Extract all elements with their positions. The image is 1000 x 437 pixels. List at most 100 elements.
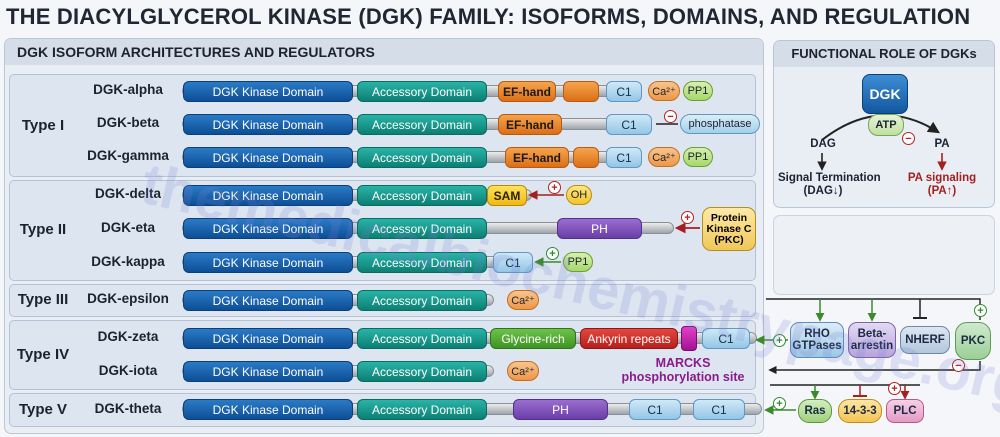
pa-signaling-line: (PA↑) (927, 185, 957, 197)
marcks-label: MARCKS phosphorylation site (618, 356, 748, 384)
kinase-domain: DGK Kinase Domain (183, 290, 353, 311)
lower-right-panel (773, 215, 995, 295)
isoform-name: DGK-iota (98, 363, 158, 378)
type-label-3: Type III (17, 291, 69, 308)
isoform-name: DGK-alpha (93, 82, 163, 97)
ankyrin-repeats-domain: Ankyrin repeats (580, 328, 678, 349)
pkc-regulator-network: PKC (955, 322, 991, 360)
pa-signaling-line: PA signaling (907, 172, 977, 184)
calcium-regulator: Ca²⁺ (648, 81, 680, 101)
pkc-line: (PKC) (714, 233, 744, 246)
isoform-name: DGK-beta (96, 115, 160, 130)
inhibition-sign: − (664, 110, 677, 123)
kinase-domain: DGK Kinase Domain (183, 399, 353, 420)
isoform-name: DGK-theta (94, 401, 162, 416)
isoform-name: DGK-epsilon (87, 291, 169, 306)
ph-domain: PH (557, 218, 642, 239)
pkc-line: Protein (710, 211, 748, 224)
type-label-2: Type II (19, 221, 67, 238)
kinase-domain: DGK Kinase Domain (183, 147, 353, 168)
signal-termination-line: Signal Termination (778, 172, 881, 184)
ef-hand-domain (563, 81, 599, 102)
type-band-3 (9, 284, 756, 317)
pkc-regulator: Protein Kinase C (PKC) (702, 207, 756, 251)
calcium-regulator: Ca²⁺ (507, 361, 539, 381)
kinase-domain: DGK Kinase Domain (183, 361, 353, 382)
marcks-site (681, 326, 697, 351)
type-label-1: Type I (21, 117, 65, 134)
ef-hand-domain (573, 147, 599, 168)
dgk-enzyme-label: DGK (869, 86, 901, 102)
kinase-domain: DGK Kinase Domain (183, 185, 353, 206)
main-title: THE DIACYLGLYCEROL KINASE (DGK) FAMILY: … (6, 4, 971, 29)
atp-badge: ATP (868, 114, 904, 136)
accessory-domain: Accessory Domain (357, 185, 487, 206)
nherf-regulator: NHERF (900, 326, 950, 354)
c1-domain: C1 (702, 328, 750, 349)
architecture-panel-header: DGK ISOFORM ARCHITECTURES AND REGULATORS (5, 39, 763, 65)
activation-sign: + (773, 334, 786, 347)
plc-regulator: PLC (886, 399, 924, 423)
accessory-domain: Accessory Domain (357, 361, 487, 382)
isoform-name: DGK-zeta (97, 329, 159, 344)
accessory-domain: Accessory Domain (357, 399, 487, 420)
pa-label: PA (934, 138, 950, 150)
kinase-domain: DGK Kinase Domain (183, 328, 353, 349)
ph-domain: PH (513, 399, 608, 420)
type-label-5: Type V (18, 401, 68, 418)
marcks-label-line: phosphorylation site (621, 370, 745, 384)
inhibition-sign: − (902, 132, 915, 145)
inhibition-sign: − (952, 359, 965, 372)
c1-domain: C1 (606, 147, 642, 168)
accessory-domain: Accessory Domain (357, 81, 487, 102)
kinase-domain: DGK Kinase Domain (183, 252, 353, 273)
isoform-name: DGK-kappa (91, 254, 165, 269)
14-3-3-regulator: 14-3-3 (838, 399, 882, 423)
pa-signaling-label: PA signaling (PA↑) (900, 172, 984, 198)
activation-sign: + (773, 397, 786, 410)
pp1-regulator: PP1 (683, 147, 713, 167)
dag-label: DAG (810, 138, 836, 150)
sam-domain: SAM (487, 185, 527, 206)
accessory-domain: Accessory Domain (357, 252, 487, 273)
isoform-name: DGK-eta (100, 220, 155, 235)
dgk-enzyme-icon: DGK (862, 74, 908, 114)
accessory-domain: Accessory Domain (357, 114, 487, 135)
pp1-regulator: PP1 (563, 252, 593, 272)
ef-hand-domain: EF-hand (498, 114, 562, 135)
beta-arrestin-line: Beta- (857, 328, 887, 340)
accessory-domain: Accessory Domain (357, 328, 487, 349)
c1-domain: C1 (629, 399, 681, 420)
phosphatase-regulator: phosphatase (680, 114, 760, 134)
calcium-regulator: Ca²⁺ (507, 290, 539, 310)
kinase-domain: DGK Kinase Domain (183, 114, 353, 135)
activation-sign: + (548, 181, 561, 194)
beta-arrestin-regulator: Beta- arrestin (848, 322, 896, 358)
pp1-regulator: PP1 (683, 81, 713, 101)
ef-hand-domain: EF-hand (498, 81, 556, 102)
glycine-rich-domain: Glycine-rich (490, 328, 576, 349)
type-label-4: Type IV (16, 346, 70, 363)
ras-regulator: Ras (798, 399, 832, 423)
isoform-name: DGK-gamma (87, 148, 169, 163)
calcium-regulator: Ca²⁺ (648, 147, 680, 167)
accessory-domain: Accessory Domain (357, 147, 487, 168)
c1-domain: C1 (606, 114, 652, 135)
oh-regulator: OH (566, 185, 592, 205)
activation-sign: + (681, 211, 694, 224)
beta-arrestin-line: arrestin (850, 340, 894, 352)
isoform-name: DGK-delta (94, 186, 161, 201)
activation-sign: + (546, 247, 559, 260)
c1-domain: C1 (606, 81, 642, 102)
rho-gtpases-regulator: RHO GTPases (790, 322, 844, 358)
c1-domain: C1 (493, 252, 533, 273)
kinase-domain: DGK Kinase Domain (183, 81, 353, 102)
marcks-label-line: MARCKS (655, 356, 711, 370)
signal-termination-line: (DAG↓) (803, 185, 843, 197)
signal-termination-label: Signal Termination (DAG↓) (778, 172, 881, 198)
pkc-line: Kinase C (706, 222, 752, 235)
functional-panel-header: FUNCTIONAL ROLE OF DGKs (774, 41, 994, 67)
rho-line: RHO (804, 328, 830, 340)
activation-sign: + (974, 304, 987, 317)
activation-sign: + (888, 382, 901, 395)
